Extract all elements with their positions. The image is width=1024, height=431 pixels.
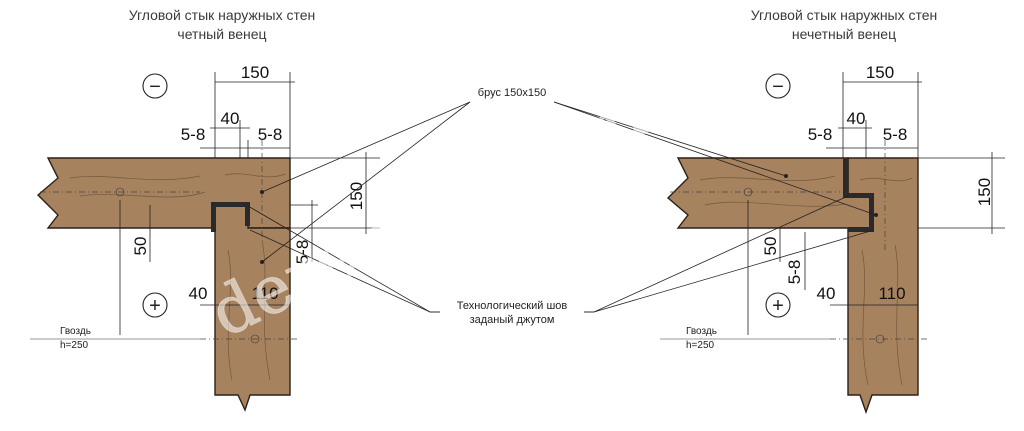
left-detail: Угловой стык наружных стен четный венец xyxy=(30,7,380,412)
left-dim-width-150: 150 xyxy=(241,63,269,82)
left-dim-5-8-right: 5-8 xyxy=(258,125,283,144)
right-minus-sign: − xyxy=(765,73,791,99)
right-dim-5-8-left: 5-8 xyxy=(808,125,833,144)
beam-label: брус 150х150 xyxy=(478,87,546,99)
right-nail-height: h=250 xyxy=(686,340,715,351)
svg-text:−: − xyxy=(149,76,161,98)
center-callouts: брус 150х150 Технологический шов заданый… xyxy=(247,87,877,326)
right-dim-40-top: 40 xyxy=(847,109,866,128)
left-dim-50: 50 xyxy=(131,237,150,256)
right-nail-label: Гвоздь xyxy=(686,326,717,337)
seam-label-line1: Технологический шов xyxy=(457,300,568,312)
left-jute-seam xyxy=(211,202,250,232)
right-horizontal-beam xyxy=(666,157,871,229)
seam-label-line2: заданый джутом xyxy=(470,314,555,326)
left-title-line1: Угловой стык наружных стен xyxy=(129,7,316,23)
left-dim-110: 110 xyxy=(251,284,278,303)
right-dim-110: 110 xyxy=(878,284,905,303)
right-dim-150-vertical: 150 xyxy=(975,178,994,206)
left-nail-height: h=250 xyxy=(60,340,89,351)
right-detail: Угловой стык наружных стен нечетный вене… xyxy=(660,7,1005,415)
right-dim-40-bottom: 40 xyxy=(817,284,836,303)
left-dim-150-vertical: 150 xyxy=(347,182,366,210)
left-title-line2: четный венец xyxy=(177,26,266,42)
left-dim-5-8-side: 5-8 xyxy=(293,240,312,265)
right-title-line1: Угловой стык наружных стен xyxy=(751,7,938,23)
svg-text:+: + xyxy=(149,295,161,317)
right-dim-5-8-side: 5-8 xyxy=(785,260,804,285)
left-minus-sign: − xyxy=(142,73,168,99)
left-horizontal-beam xyxy=(36,157,291,229)
right-dim-width-150: 150 xyxy=(866,63,894,82)
left-dim-5-8-left: 5-8 xyxy=(181,125,206,144)
right-dim-50: 50 xyxy=(761,237,780,256)
right-title-line2: нечетный венец xyxy=(792,26,896,42)
left-nail-label: Гвоздь xyxy=(60,326,91,337)
right-dim-5-8-right: 5-8 xyxy=(883,125,908,144)
left-dim-40-top: 40 xyxy=(221,109,240,128)
right-jute-seam xyxy=(843,158,874,232)
svg-text:+: + xyxy=(772,295,784,317)
right-plus-sign: + xyxy=(765,292,791,318)
svg-text:−: − xyxy=(772,76,784,98)
left-dim-40-bottom: 40 xyxy=(189,284,208,303)
left-plus-sign: + xyxy=(142,292,168,318)
